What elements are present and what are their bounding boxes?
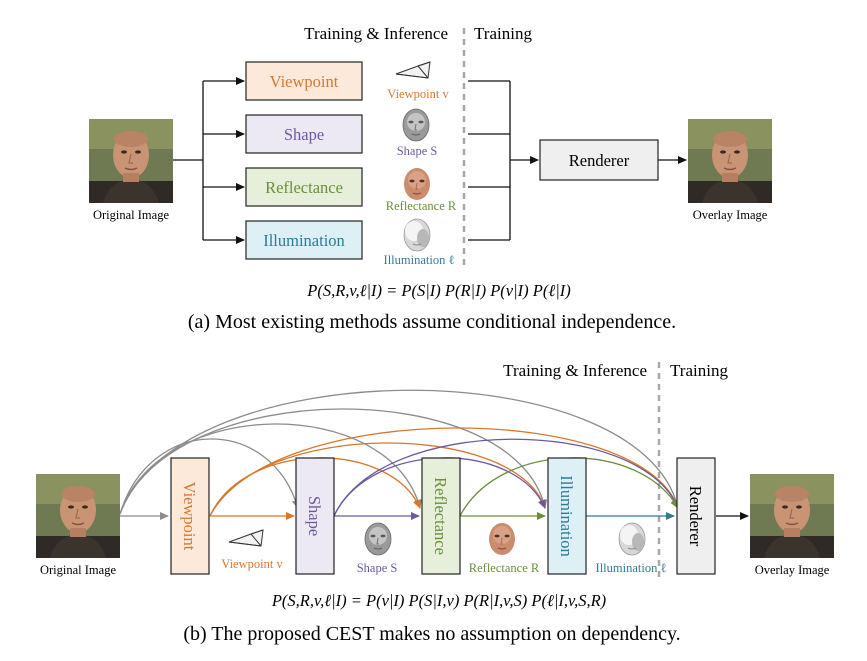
panel-b-reflectance-output: Reflectance R: [469, 561, 540, 575]
panel-a-shape-box: Shape: [245, 114, 363, 154]
panel-b-viewpoint-box: Viewpoint: [170, 457, 210, 575]
panel-a-shape-label: Shape: [284, 125, 324, 144]
panel-a-reflectance-label: Reflectance: [265, 178, 343, 197]
panel-a: Training & Inference Training Original I…: [88, 24, 773, 333]
panel-a-renderer-box: Renderer: [539, 139, 659, 181]
panel-b-illumination-output: Illumination ℓ: [596, 561, 667, 575]
panel-a-reflectance-output: Reflectance R: [386, 199, 457, 213]
panel-a-input-caption: Original Image: [93, 208, 169, 222]
panel-a-illumination-image: [403, 218, 431, 252]
panel-b-shape-output: Shape S: [357, 561, 398, 575]
panel-a-output-image: [687, 118, 773, 204]
panel-a-viewpoint-output: Viewpoint v: [387, 87, 449, 101]
panel-b-illumination-label: Illumination: [557, 475, 576, 557]
panel-b-shape-image: [364, 522, 392, 556]
panel-b: Training & Inference Training Original I…: [35, 361, 835, 645]
panel-b-input-image: [35, 473, 121, 559]
panel-b-input-caption: Original Image: [40, 563, 116, 577]
panel-b-viewpoint-label: Viewpoint: [180, 482, 199, 551]
panel-b-equation: P(S,R,v,ℓ|I) = P(v|I) P(S|I,v) P(R|I,v,S…: [271, 591, 606, 610]
panel-a-caption: (a) Most existing methods assume conditi…: [188, 311, 676, 333]
panel-a-illumination-label: Illumination: [263, 231, 345, 250]
panel-b-reflectance-image: [488, 522, 516, 556]
panel-b-caption: (b) The proposed CEST makes no assumptio…: [183, 623, 680, 645]
panel-a-header-right: Training: [474, 24, 532, 43]
panel-a-shape-output: Shape S: [397, 144, 438, 158]
panel-a-viewpoint-label: Viewpoint: [270, 72, 339, 91]
panel-b-shape-box: Shape: [295, 457, 335, 575]
panel-b-renderer-label: Renderer: [686, 486, 705, 547]
panel-b-dependency-curves: [119, 389, 680, 517]
panel-a-fanin: [468, 80, 687, 241]
panel-b-header-right: Training: [670, 361, 728, 380]
panel-a-viewpoint-box: Viewpoint: [245, 61, 363, 101]
panel-b-output-image: [749, 473, 835, 559]
panel-a-reflectance-box: Reflectance: [245, 167, 363, 207]
panel-a-equation: P(S,R,v,ℓ|I) = P(S|I) P(R|I) P(v|I) P(ℓ|…: [306, 281, 570, 300]
panel-a-illumination-box: Illumination: [245, 220, 363, 260]
panel-a-renderer-label: Renderer: [569, 151, 630, 170]
panel-a-input-image: [88, 118, 174, 204]
panel-b-renderer-box: Renderer: [676, 457, 716, 575]
panel-b-reflectance-label: Reflectance: [431, 477, 450, 555]
panel-a-camera-icon: [395, 61, 431, 79]
panel-b-viewpoint-output: Viewpoint v: [221, 557, 283, 571]
panel-a-shape-image: [402, 108, 430, 142]
panel-a-reflectance-image: [403, 167, 431, 201]
panel-a-output-caption: Overlay Image: [693, 208, 768, 222]
panel-b-camera-icon: [228, 529, 264, 547]
panel-b-illumination-image: [618, 522, 646, 556]
panel-b-output-caption: Overlay Image: [755, 563, 830, 577]
panel-b-illumination-box: Illumination: [547, 457, 587, 575]
panel-a-fanout: [173, 77, 245, 244]
panel-b-reflectance-box: Reflectance: [421, 457, 461, 575]
panel-b-header-left: Training & Inference: [503, 361, 647, 380]
panel-b-shape-label: Shape: [305, 496, 324, 536]
panel-a-illumination-output: Illumination ℓ: [384, 253, 455, 267]
panel-a-header-left: Training & Inference: [304, 24, 448, 43]
